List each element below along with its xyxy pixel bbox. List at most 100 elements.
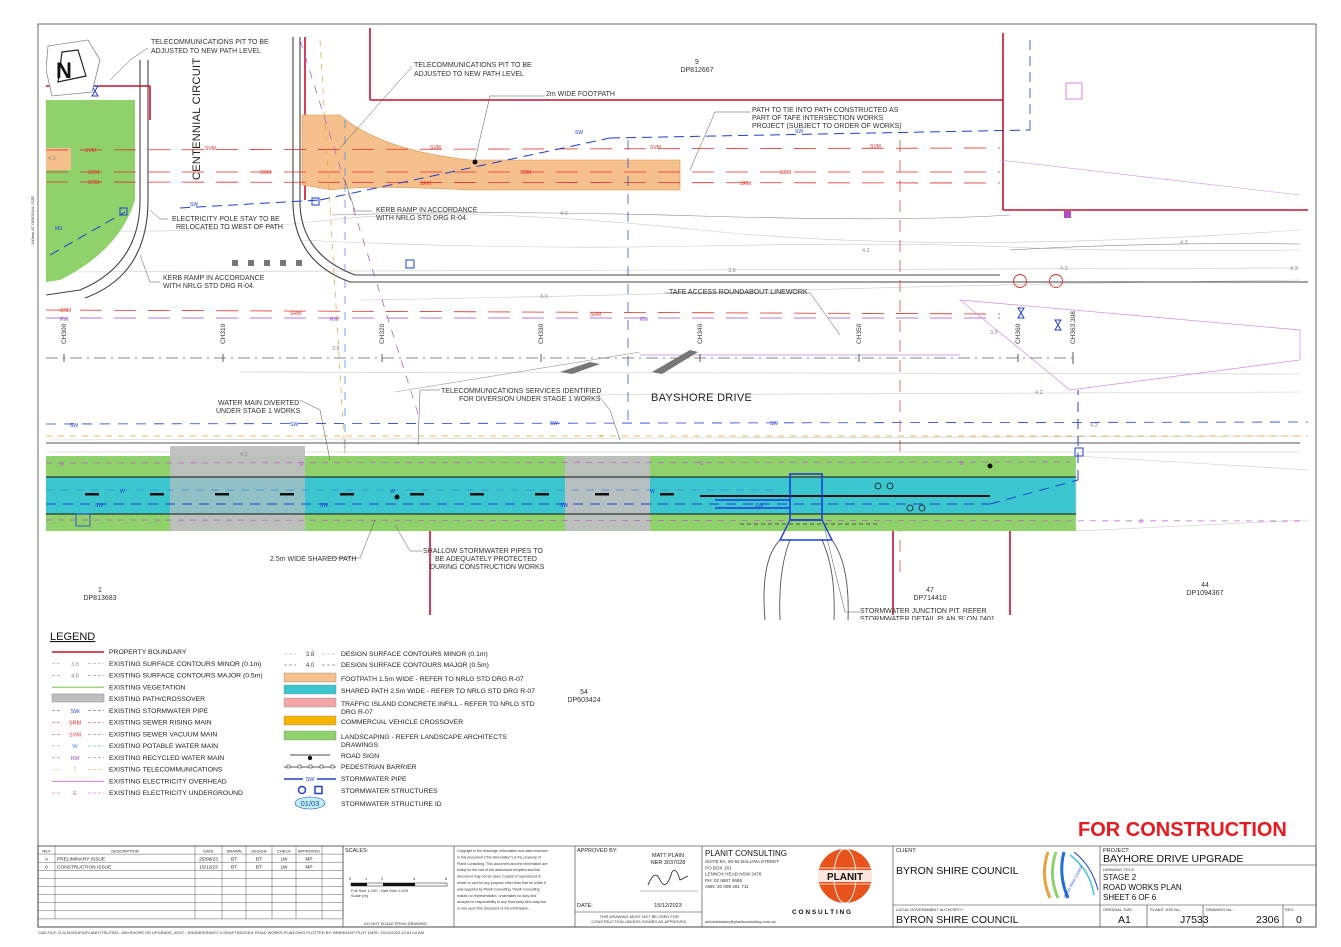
table-cell: MP xyxy=(305,857,312,863)
chainage-label: CH340 xyxy=(697,323,704,344)
scale-tick: 2 xyxy=(381,876,384,881)
legend-label: COMMERCIAL VEHICLE CROSSOVER xyxy=(341,719,463,726)
contour-label: 4.2 xyxy=(240,452,248,458)
callout-text: SHALLOW STORMWATER PIPES TO xyxy=(423,548,543,555)
barrier-post-icon xyxy=(308,764,313,769)
callout-text: UNDER STAGE 1 WORKS xyxy=(216,408,301,415)
street-name-centennial: CENTENNIAL CIRCUIT xyxy=(191,58,203,180)
contour-label: 4.2 xyxy=(1035,390,1043,396)
drawing-no-label: DRAWING No.: xyxy=(1206,907,1234,912)
callout-text: 2m WIDE FOOTPATH xyxy=(546,91,615,98)
planit-logo: PLANIT xyxy=(815,848,875,904)
callout-text: TELECOMMUNICATIONS SERVICES IDENTIFIED xyxy=(441,388,601,395)
callout-text: ELECTRICITY POLE STAY TO BE xyxy=(172,216,280,223)
lot-number: 54 xyxy=(580,689,588,696)
address-line: PO BOX 161 xyxy=(705,865,732,870)
approver-ner: NER 3037028 xyxy=(651,860,686,866)
chainage-label: CH350 xyxy=(856,323,863,344)
address-line: ABN: 20 099 261 711 xyxy=(705,884,749,889)
contour-label: 4.0 xyxy=(48,156,56,162)
scale-note: 100mm AT ORIGINAL SIZE xyxy=(30,196,35,245)
road-sign-marker xyxy=(472,159,478,165)
scale-text: Full Size 1:100 ; Half Size 1:200 xyxy=(351,888,409,893)
srm-tag: SRM xyxy=(290,311,301,317)
e-tag: E xyxy=(700,461,704,467)
rev-label: REV: xyxy=(1285,907,1294,912)
lot-number: 9 xyxy=(695,59,699,66)
signature xyxy=(647,869,689,886)
legend-label: LANDSCAPING - REFER LANDSCAPE ARCHITECTS xyxy=(341,734,507,741)
legend-label: EXISTING SURFACE CONTOURS MINOR (0.1m) xyxy=(109,661,261,668)
callout-text: TELECOMMUNICATIONS PIT TO BE xyxy=(414,62,532,69)
stormwater-pit-square-icon xyxy=(314,785,323,795)
legend-label: SHARED PATH 2.5m WIDE - REFER TO NRLG ST… xyxy=(341,688,535,695)
sw-tag: SW xyxy=(795,129,803,135)
cycle-symbol xyxy=(874,482,926,512)
hydrant-markers xyxy=(91,85,1062,331)
approved-label: APPROVED BY: xyxy=(577,848,618,854)
rw-tag: RW xyxy=(60,317,69,323)
chainage-label: CH363.308 xyxy=(1070,311,1077,344)
approver-name: MATT PLAIN xyxy=(652,853,684,859)
copyright-line: was supplied by Planit Consulting. Plani… xyxy=(457,887,540,891)
callout-text: FOR DIVERSION UNDER STAGE 1 WORKS xyxy=(459,396,601,403)
table-cell: CONSTRUCTION ISSUE xyxy=(57,865,111,871)
callout-text: 2.5m WIDE SHARED PATH xyxy=(270,556,356,563)
legend-label: PEDESTRIAN BARRIER xyxy=(341,764,417,771)
callout-text: BE ADEQUATELY PROTECTED xyxy=(435,556,537,563)
chainage-label: CH320 xyxy=(379,323,386,344)
road-sign-marker xyxy=(987,463,993,469)
lga-name: BYRON SHIRE COUNCIL xyxy=(896,914,1019,926)
legend-swatch xyxy=(283,697,337,708)
table-header: REV xyxy=(42,849,51,854)
callout-text: ADJUSTED TO NEW PATH LEVEL xyxy=(414,71,524,78)
callout-text: KERB RAMP IN ACCORDANCE xyxy=(376,207,478,214)
legend-label: EXISTING PATH/CROSSOVER xyxy=(109,696,205,703)
street-name-bayshore: BAYSHORE DRIVE xyxy=(651,392,752,404)
legend-label: STORMWATER PIPE xyxy=(341,776,407,783)
legend-label: STORMWATER STRUCTURE ID xyxy=(341,801,442,808)
table-cell: PRELIMINARY ISSUE xyxy=(57,857,105,863)
sw-tag: SW xyxy=(755,503,763,509)
client-label: CLIENT: xyxy=(896,848,917,854)
legend-label: EXISTING SEWER RISING MAIN xyxy=(109,720,212,727)
sw-tag: SW xyxy=(560,503,568,509)
srm-tag: SRM xyxy=(520,170,531,176)
scale-tick: 1 xyxy=(365,876,368,881)
planit-logo-text: PLANIT xyxy=(827,872,863,883)
contour-label: 4.3 xyxy=(1290,266,1298,272)
sw-tag: SW xyxy=(550,421,558,427)
contour-label: 3.8 xyxy=(728,268,736,274)
legend-label: EXISTING POTABLE WATER MAIN xyxy=(109,743,218,750)
legend-label: ROAD SIGN xyxy=(341,753,379,760)
design-contours xyxy=(329,212,1301,251)
scale-ticks: 0 1 2 4 6 xyxy=(349,876,448,881)
legend-sample: SW xyxy=(306,777,316,783)
legend-sample: T xyxy=(73,768,77,774)
callout-text: TAFE ACCESS ROUNDABOUT LINEWORK xyxy=(669,289,808,296)
company-name: PLANIT CONSULTING xyxy=(705,849,787,858)
contour-label: 4.0 xyxy=(560,211,568,217)
callout-text: RELOCATED TO WEST OF PATH xyxy=(176,224,283,231)
legend-label: EXISTING RECYCLED WATER MAIN xyxy=(109,755,224,762)
contour-label: 3.8 xyxy=(332,346,340,352)
legend-swatch xyxy=(51,693,105,703)
callout-text: PROJECT (SUBJECT TO ORDER OF WORKS) xyxy=(752,123,902,130)
table-header: APPROVED xyxy=(298,849,320,854)
barrier-post-icon xyxy=(297,764,302,769)
address-line: PH: 02 6687 4666 xyxy=(705,878,742,883)
barrier-post-icon xyxy=(330,764,335,769)
existing-crossover xyxy=(170,446,305,531)
srm-tag: SRM xyxy=(60,308,71,314)
stormwater-pit xyxy=(75,513,91,527)
future-path-area xyxy=(1075,455,1308,532)
table-cell: BT xyxy=(256,857,262,863)
address-line: LENNOX HEAD NSW 2478 xyxy=(705,872,762,877)
legend-sample: SW xyxy=(71,709,81,715)
approval-note: THIS DRAWING MUST NOT BE USED FOR xyxy=(599,914,679,919)
table-cell: BT xyxy=(231,857,237,863)
stormwater-design-pipes xyxy=(46,390,1079,505)
sw-tag: SW xyxy=(70,423,78,429)
approval-date: 15/12/2023 xyxy=(654,903,682,909)
